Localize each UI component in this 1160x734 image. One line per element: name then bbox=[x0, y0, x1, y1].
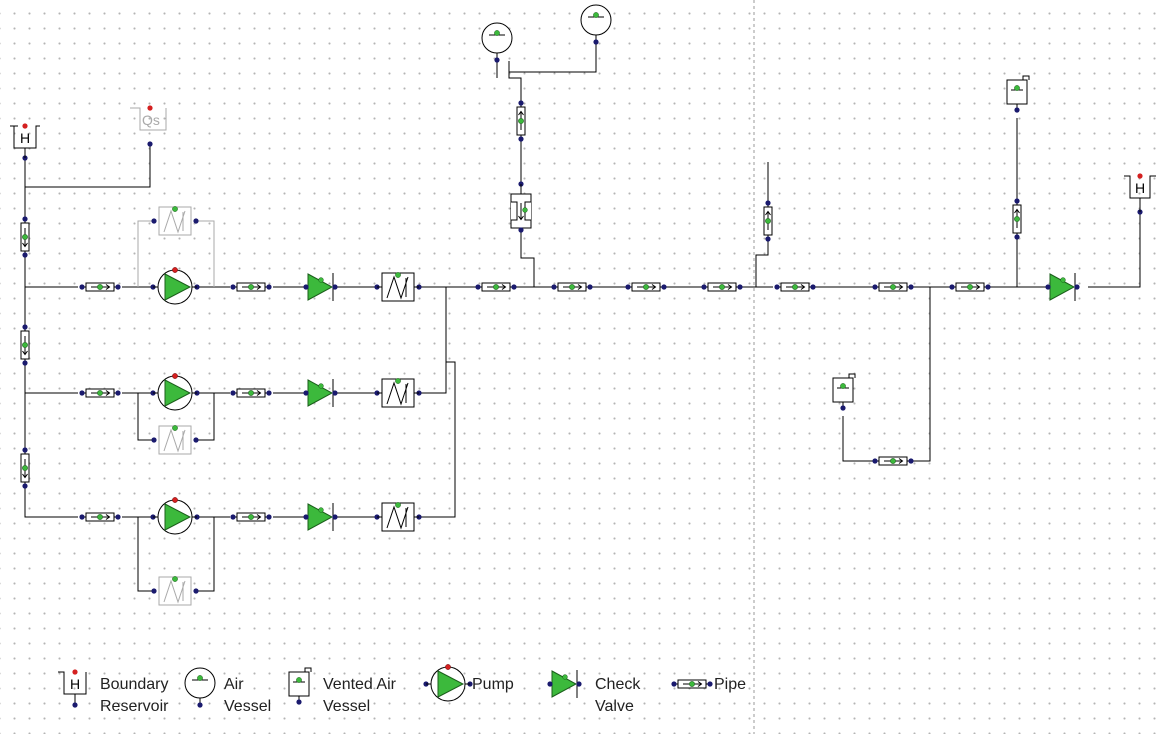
boundary-reservoir-right[interactable]: H bbox=[1124, 173, 1156, 215]
check-valve-2[interactable] bbox=[302, 378, 339, 408]
pipe-main-6[interactable] bbox=[871, 282, 915, 292]
air-valve-element[interactable] bbox=[510, 181, 532, 233]
pipe-row2-mid[interactable] bbox=[229, 388, 273, 398]
connection-wires bbox=[24, 43, 1141, 592]
legend-boundary-symbol-text: H bbox=[70, 676, 80, 692]
relief-bypass-3-inactive[interactable] bbox=[150, 575, 200, 606]
legend-label-line: Vented Air bbox=[323, 676, 396, 693]
boundary-symbol-text: H bbox=[20, 130, 30, 146]
pipe-main-5[interactable] bbox=[773, 282, 817, 292]
legend-label-line: Pump bbox=[472, 676, 514, 693]
legend-label-line: Check bbox=[595, 676, 641, 693]
relief-element-2[interactable] bbox=[373, 377, 423, 408]
pipe-branch-center[interactable] bbox=[516, 99, 526, 143]
pipe-main-4[interactable] bbox=[700, 282, 744, 292]
legend-boundary-reservoir-symbol: H bbox=[58, 669, 87, 708]
check-valve-outlet[interactable] bbox=[1044, 272, 1081, 302]
pipe-row3-inlet[interactable] bbox=[78, 512, 122, 522]
legend-label-line: Pipe bbox=[714, 676, 747, 693]
legend-pump-symbol bbox=[422, 663, 474, 702]
relief-bypass-2-inactive[interactable] bbox=[150, 424, 200, 455]
flow-boundary-inactive[interactable]: Qs bbox=[130, 105, 167, 147]
pipe-branch-vented-vessel[interactable] bbox=[1012, 197, 1022, 241]
flow-boundary-symbol-text: Qs bbox=[142, 112, 160, 128]
air-vessel-1[interactable] bbox=[481, 22, 513, 64]
vented-air-vessel-2[interactable] bbox=[832, 373, 856, 412]
legend-label-line: Air bbox=[224, 676, 244, 693]
pipe-row3-mid[interactable] bbox=[229, 512, 273, 522]
legend-vented-air-vessel-symbol bbox=[288, 667, 312, 706]
air-vessel-2[interactable] bbox=[580, 4, 612, 46]
pump-2[interactable] bbox=[149, 372, 201, 411]
pipe-header-2[interactable] bbox=[20, 323, 30, 367]
legend-pump-label: Pump bbox=[472, 674, 514, 696]
legend-pipe-label: Pipe bbox=[714, 674, 746, 696]
pipe-row1-mid[interactable] bbox=[229, 282, 273, 292]
legend-check-valve-label: Check Valve bbox=[595, 674, 640, 718]
pipe-row1-inlet[interactable] bbox=[78, 282, 122, 292]
legend-air-vessel-symbol bbox=[184, 667, 216, 709]
pipe-main-7[interactable] bbox=[948, 282, 992, 292]
legend-pipe-symbol bbox=[670, 679, 714, 689]
pipe-main-1[interactable] bbox=[474, 282, 518, 292]
legend-boundary-reservoir-label: Boundary Reservoir bbox=[100, 674, 169, 718]
pipe-branch-right-stub[interactable] bbox=[763, 199, 773, 243]
relief-element-1[interactable] bbox=[373, 271, 423, 302]
pipe-header-1[interactable] bbox=[20, 215, 30, 259]
legend-check-valve-symbol bbox=[546, 669, 583, 699]
boundary-reservoir-left[interactable]: H bbox=[10, 123, 40, 161]
boundary-symbol-text: H bbox=[1135, 180, 1145, 196]
pipe-main-3[interactable] bbox=[624, 282, 668, 292]
pump-3[interactable] bbox=[149, 496, 201, 535]
legend-vented-air-vessel-label: Vented Air Vessel bbox=[323, 674, 396, 718]
legend-symbols: H bbox=[58, 663, 714, 709]
pipe-main-2[interactable] bbox=[550, 282, 594, 292]
pipe-row2-inlet[interactable] bbox=[78, 388, 122, 398]
legend-label-line: Vessel bbox=[224, 698, 272, 715]
pump-1[interactable] bbox=[149, 266, 201, 305]
legend-label-line: Boundary bbox=[100, 676, 169, 693]
relief-element-3[interactable] bbox=[373, 501, 423, 532]
legend-label-line: Vessel bbox=[323, 698, 371, 715]
legend-air-vessel-label: Air Vessel bbox=[224, 674, 271, 718]
pipe-header-3[interactable] bbox=[20, 446, 30, 490]
check-valve-3[interactable] bbox=[302, 502, 339, 532]
legend-label-line: Reservoir bbox=[100, 698, 169, 715]
relief-bypass-1-inactive[interactable] bbox=[150, 205, 200, 236]
check-valve-1[interactable] bbox=[302, 272, 339, 302]
legend-label-line: Valve bbox=[595, 698, 634, 715]
vented-air-vessel-1[interactable] bbox=[1006, 75, 1030, 114]
pipe-lower-right[interactable] bbox=[871, 456, 915, 466]
